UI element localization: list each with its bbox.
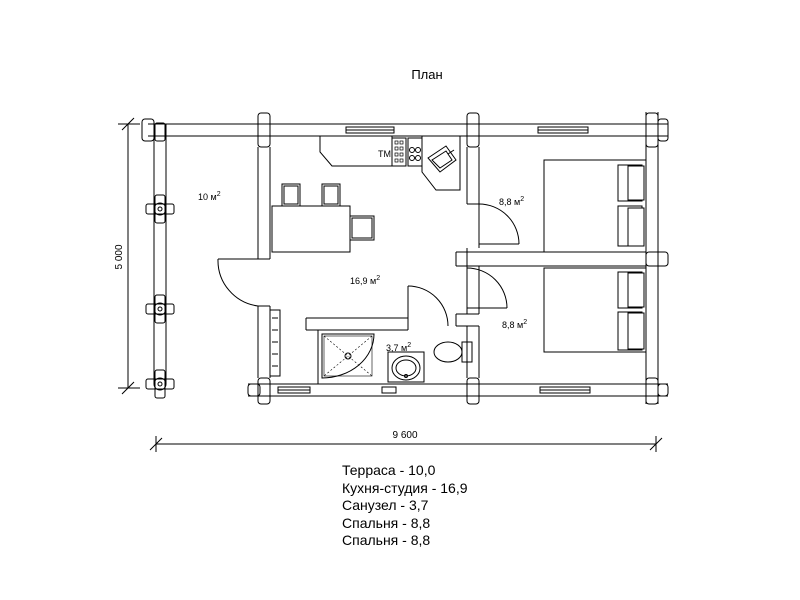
room-area-bedroom-2: 8,8 м2	[502, 319, 527, 330]
storage-cabinet	[269, 309, 281, 377]
legend-item-bedroom-2: Спальня - 8,8	[342, 532, 431, 548]
legend-item-bathroom: Санузел - 3,7	[342, 497, 429, 513]
plan-title: План	[411, 67, 442, 82]
bed-2	[543, 267, 647, 353]
room-area-kitchen: 16,9 м2	[350, 275, 380, 286]
log-ends	[141, 112, 669, 405]
toilet	[433, 341, 473, 363]
terrace-posts	[145, 122, 175, 399]
windows	[277, 126, 591, 394]
height-dimension-line	[118, 117, 140, 395]
legend-item-bedroom-1: Спальня - 8,8	[342, 514, 431, 531]
washbasin	[387, 351, 425, 383]
appliance-label: ТМ	[378, 149, 391, 159]
room-legend: Терраса - 10,0 Кухня-студия - 16,9 Сануз…	[342, 462, 468, 550]
room-area-bathroom: 3,7 м2	[386, 342, 411, 353]
kitchen-counter	[319, 135, 461, 191]
legend-item-kitchen: Кухня-студия - 16,9	[342, 479, 468, 496]
room-area-bedroom-1: 8,8 м2	[499, 196, 524, 207]
terrace-kitchen-wall	[217, 147, 271, 378]
height-dimension-label: 5 000	[114, 244, 125, 269]
legend-item-terrace: Терраса - 10,0	[342, 462, 436, 478]
dining-table	[271, 183, 375, 253]
bed-1	[543, 159, 647, 253]
bathroom-walls	[305, 285, 449, 384]
shower	[321, 333, 375, 379]
room-area-terrace: 10 м2	[198, 191, 221, 202]
width-dimension-label: 9 600	[392, 430, 417, 441]
width-dimension-line	[149, 436, 663, 452]
